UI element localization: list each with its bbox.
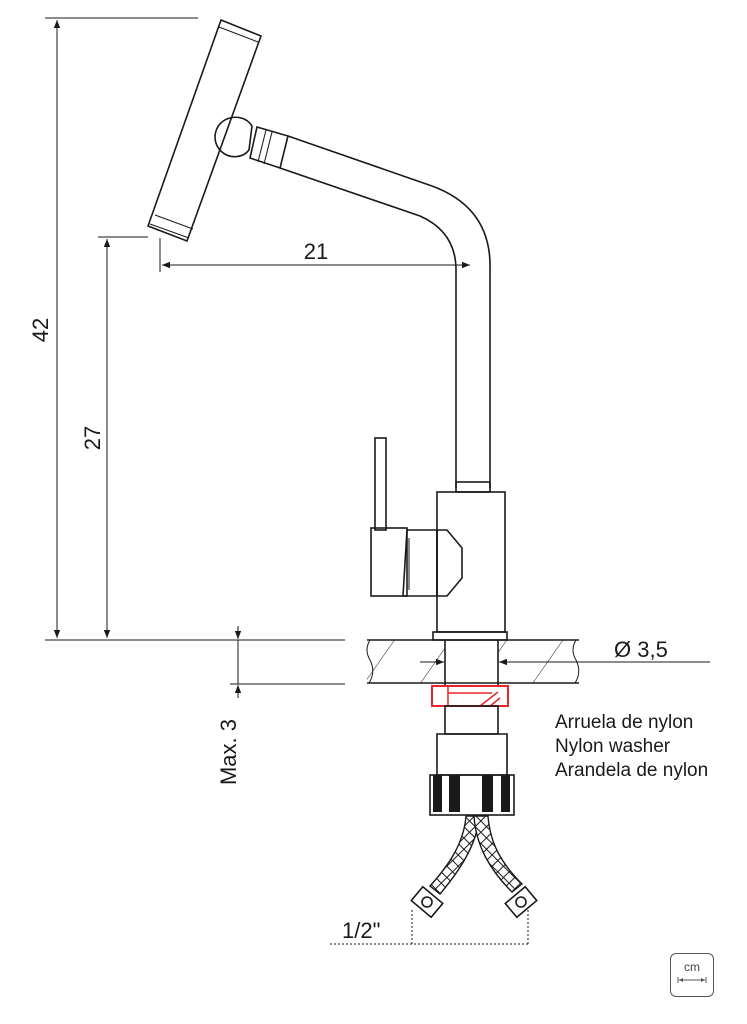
washer-label-en: Nylon washer: [555, 736, 671, 757]
washer-label-es: Arandela de nylon: [555, 760, 708, 781]
mounting-nut: [429, 774, 515, 816]
max-thickness-label: Max. 3: [216, 719, 241, 785]
faucet-body: [432, 481, 508, 641]
dimension-base-diameter: Ø 3,5: [420, 637, 710, 666]
unit-badge: cm: [670, 953, 714, 997]
braided-hose-left: [410, 815, 481, 919]
ruler-arrow-icon: [677, 977, 707, 983]
swivel-joint: [214, 116, 289, 170]
dimension-spout-height: 27: [80, 236, 148, 638]
lever-handle: [370, 437, 463, 597]
washer-label-group: Arruela de nylon Nylon washer Arandela d…: [555, 712, 708, 781]
dimension-hose-connection: 1/2": [330, 910, 529, 945]
unit-label: cm: [684, 960, 700, 974]
braided-hose-right: [473, 815, 538, 919]
mounting-shank: [436, 705, 508, 776]
hose-connection-label: 1/2": [342, 918, 380, 943]
spout-height-label: 27: [80, 426, 105, 450]
dimension-spout-reach: 21: [159, 238, 470, 272]
spout-reach-label: 21: [304, 239, 328, 264]
total-height-label: 42: [28, 318, 53, 342]
dimension-max-thickness: Max. 3: [216, 626, 345, 785]
nylon-washer: [431, 685, 509, 707]
countertop-section: [366, 639, 580, 685]
aerator-head: [146, 18, 263, 243]
spout-arm: [279, 135, 491, 488]
dimension-total-height: 42: [28, 17, 345, 641]
base-diameter-label: Ø 3,5: [614, 637, 668, 662]
washer-label-pt: Arruela de nylon: [555, 712, 693, 733]
